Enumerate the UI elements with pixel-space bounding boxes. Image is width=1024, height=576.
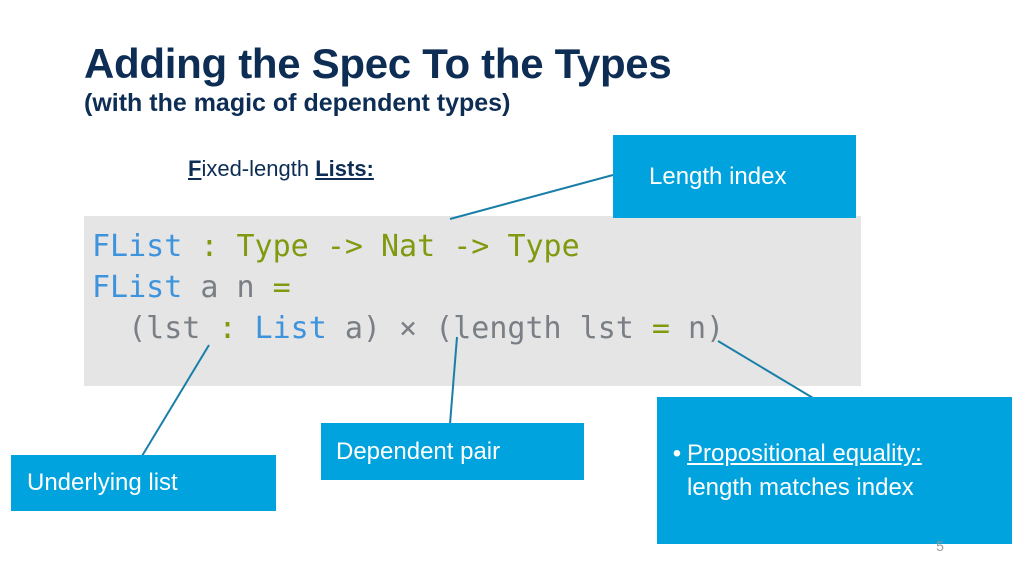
code-block: FList : Type -> Nat -> Type FList a n = …: [84, 216, 861, 386]
code-token: [309, 229, 327, 264]
code-token: :: [218, 311, 237, 346]
callout-dependent-pair[interactable]: Dependent pair: [321, 423, 584, 480]
section-label-keyword: Lists:: [315, 156, 374, 181]
section-label: Fixed-length Lists:: [188, 156, 374, 182]
page-subtitle: (with the magic of dependent types): [84, 89, 511, 118]
code-token: Type: [507, 229, 580, 264]
callout-underlying-list-label: Underlying list: [27, 469, 178, 496]
length-index-connector: [449, 174, 614, 220]
callout-length-index[interactable]: Length index: [613, 135, 856, 218]
code-token: (lst: [92, 311, 219, 346]
code-token: FList: [92, 270, 183, 305]
code-token: a n: [182, 270, 273, 305]
section-label-middle: ixed-length: [201, 156, 316, 181]
code-token: ->: [453, 229, 490, 264]
bullet-icon: •: [672, 439, 682, 467]
code-token: [237, 311, 255, 346]
code-token: =: [651, 311, 670, 346]
code-text: FList : Type -> Nat -> Type FList a n = …: [92, 226, 861, 349]
callout-underlying-list[interactable]: Underlying list: [11, 455, 276, 511]
code-token: ->: [326, 229, 363, 264]
code-token: n): [669, 311, 725, 346]
code-token: [218, 229, 236, 264]
code-token: =: [272, 270, 291, 305]
code-token: a) × (length lst: [326, 311, 652, 346]
callout-propositional-equality[interactable]: • Propositional equality: length matches …: [657, 397, 1012, 544]
code-token: [489, 229, 507, 264]
code-token: :: [200, 229, 219, 264]
code-token: [182, 229, 200, 264]
code-token: List: [254, 311, 327, 346]
code-token: [363, 229, 381, 264]
title-block: Adding the Spec To the Types (with the m…: [84, 40, 904, 118]
section-label-first-letter: F: [188, 156, 202, 181]
page-number: 5: [936, 538, 944, 554]
callout-propositional-body: Propositional equality: length matches in…: [687, 437, 922, 505]
callout-dependent-pair-label: Dependent pair: [336, 437, 501, 465]
callout-propositional-detail: length matches index: [687, 473, 914, 501]
code-token: Nat: [381, 229, 436, 264]
callout-propositional-heading: Propositional equality:: [687, 439, 922, 467]
code-token: [435, 229, 453, 264]
code-render: FList : Type -> Nat -> Type FList a n = …: [92, 229, 724, 346]
callout-length-index-label: Length index: [649, 162, 787, 190]
callout-propositional-bullet-row: • Propositional equality: length matches …: [667, 437, 922, 505]
code-token: Type: [236, 229, 309, 264]
page-title: Adding the Spec To the Types: [84, 40, 672, 87]
code-token: FList: [92, 229, 183, 264]
